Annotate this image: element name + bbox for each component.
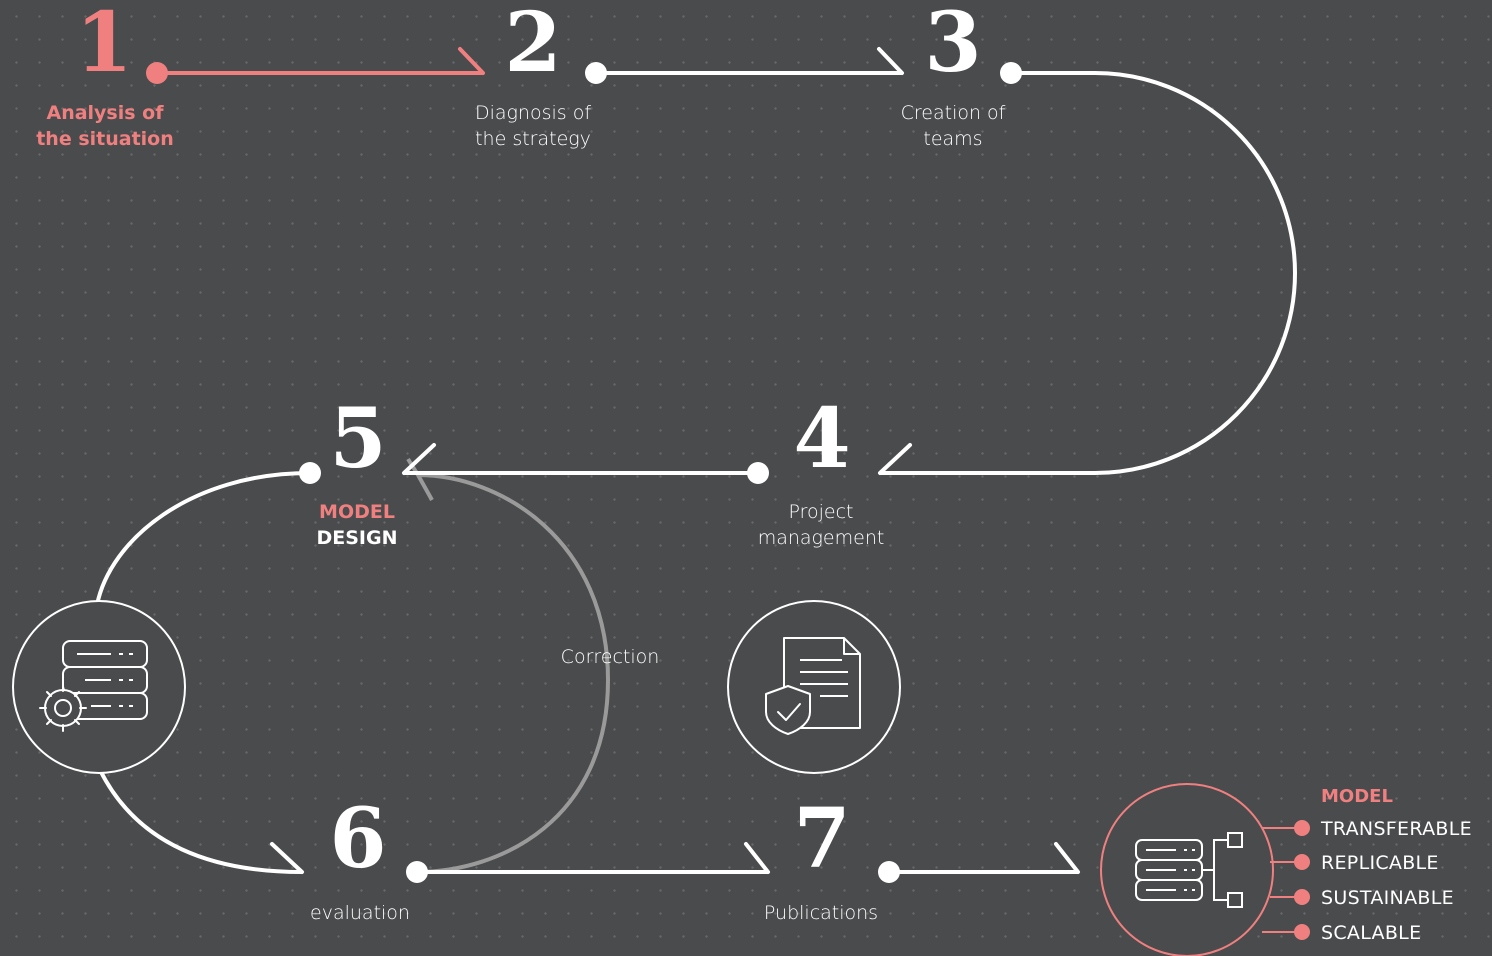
model-design-circle <box>12 600 186 774</box>
model-item-scalable: SCALABLE <box>1321 922 1422 944</box>
dot-step-6 <box>406 861 428 883</box>
arrow-7-model <box>1054 842 1080 874</box>
step-label-2: Diagnosis of the strategy <box>423 100 643 152</box>
step-number-3: 3 <box>924 0 982 91</box>
correction-label: Correction <box>560 646 660 668</box>
arrow-1-2 <box>458 47 485 75</box>
step-label-4: Project management <box>711 499 931 551</box>
step-label-1-line-2: the situation <box>36 128 174 150</box>
model-heading: MODEL <box>1321 786 1393 807</box>
arrow-4-5 <box>402 443 436 475</box>
step-label-4-line-1: Project <box>788 501 854 523</box>
dot-step-7 <box>878 861 900 883</box>
step-number-2: 2 <box>504 0 562 91</box>
step-label-2-line-1: Diagnosis of <box>474 102 592 124</box>
correction-loop-line <box>416 473 611 874</box>
step-label-1: Analysis of the situation <box>0 100 215 152</box>
step-label-7: Publications <box>763 902 879 924</box>
dot-step-1 <box>146 62 168 84</box>
dot-step-5 <box>299 462 321 484</box>
database-hierarchy-icon <box>1135 832 1243 908</box>
step-label-5-line-1: MODEL <box>319 501 395 523</box>
step-label-4-line-2: management <box>757 527 885 549</box>
step-label-1-line-1: Analysis of <box>46 102 164 124</box>
model-item-sustainable: SUSTAINABLE <box>1321 887 1454 909</box>
step-number-6: 6 <box>329 791 387 887</box>
step-label-2-line-2: the strategy <box>475 128 591 150</box>
step-number-1: 1 <box>75 0 133 91</box>
database-gear-icon <box>39 640 148 732</box>
arrow-5-6 <box>270 842 304 874</box>
connector-3-4 <box>880 71 1298 475</box>
model-bullet-2 <box>1294 854 1310 870</box>
step-label-5-line-2: DESIGN <box>316 527 398 549</box>
model-bullet-4 <box>1294 924 1310 940</box>
step-label-6: evaluation <box>310 902 410 924</box>
arrow-2-3 <box>877 47 904 75</box>
step-number-7: 7 <box>793 791 851 887</box>
arrow-6-7 <box>744 842 770 874</box>
model-item-transferable: TRANSFERABLE <box>1321 818 1472 840</box>
dot-step-3 <box>1000 62 1022 84</box>
dot-step-2 <box>585 62 607 84</box>
document-shield-icon <box>765 637 861 735</box>
model-item-replicable: REPLICABLE <box>1321 852 1439 874</box>
step-label-3-line-2: teams <box>923 128 983 150</box>
step-label-5: MODEL DESIGN <box>247 499 467 551</box>
connector-5-6-lower <box>98 769 303 874</box>
arrow-3-4 <box>878 443 912 475</box>
connector-5-6 <box>95 471 311 606</box>
step-label-3-line-1: Creation of <box>900 102 1006 124</box>
publications-circle <box>727 600 901 774</box>
step-number-5: 5 <box>329 391 387 487</box>
step-number-4: 4 <box>793 391 851 487</box>
model-bullet-3 <box>1294 889 1310 905</box>
dot-step-4 <box>747 462 769 484</box>
step-label-3: Creation of teams <box>843 100 1063 152</box>
model-bullet-1 <box>1294 820 1310 836</box>
